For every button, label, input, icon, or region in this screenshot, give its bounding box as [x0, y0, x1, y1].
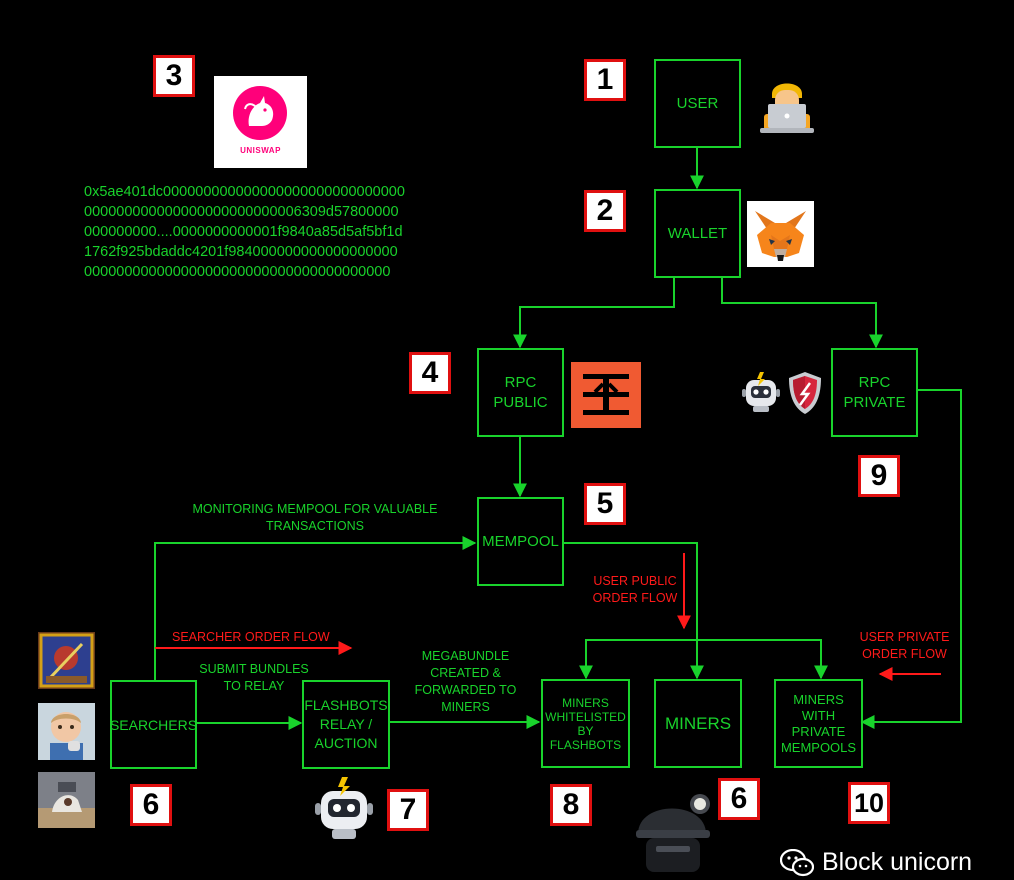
unicorn-icon	[233, 86, 287, 140]
node-miners-private: MINERS WITH PRIVATE MEMPOOLS	[774, 679, 863, 768]
edge-rpc-private-miners-private	[860, 389, 962, 729]
watermark: Block unicorn	[780, 848, 972, 877]
tx-hex-line: 00000000000000000000000000000000000000	[84, 264, 391, 280]
searcher-avatar-room	[38, 772, 95, 828]
node-miners: MINERS	[654, 679, 742, 768]
label-user-public-flow: USER PUBLIC ORDER FLOW	[592, 574, 678, 605]
label-monitoring: MONITORING MEMPOOL FOR VALUABLE TRANSACT…	[192, 502, 438, 533]
badge-rpc-public: 4	[409, 352, 451, 394]
badge-flashbots: 7	[387, 789, 429, 831]
edge-searchers-mempool	[154, 536, 477, 680]
node-miners-whitelisted: MINERS WHITELISTED BY FLASHBOTS	[541, 679, 630, 768]
node-wallet: WALLET	[654, 189, 741, 278]
edge-mempool-miners	[563, 542, 704, 680]
badge-user: 1	[584, 59, 626, 101]
miner-helmet-icon	[632, 782, 714, 880]
label-user-private-flow: USER PRIVATE ORDER FLOW	[859, 630, 950, 661]
badge-rpc-private: 9	[858, 455, 900, 497]
label-searcher-order-flow: SEARCHER ORDER FLOW	[172, 630, 330, 644]
tx-hex-line: 1762f925bdaddc4201f984000000000000000000	[84, 244, 398, 260]
edge-wallet-rpc-private	[721, 278, 883, 349]
badge-uniswap: 3	[153, 55, 195, 97]
node-flashbots: FLASHBOTS RELAY / AUCTION	[302, 680, 390, 769]
edge-wallet-rpc-public	[513, 278, 675, 349]
searcher-avatar-baby	[38, 703, 95, 760]
node-searchers: SEARCHERS	[110, 680, 197, 769]
tx-hex-line: 000000000000000000000000006309d57800000	[84, 204, 399, 220]
label-megabundle: MEGABUNDLE CREATED & FORWARDED TO MINERS	[414, 649, 517, 714]
label-submit-bundles: SUBMIT BUNDLES TO RELAY	[199, 662, 309, 693]
tx-hex-line: 000000000....0000000000001f9840a85d5af5b…	[84, 224, 403, 240]
wechat-icon	[780, 848, 814, 876]
tx-hex-line: 0x5ae401dc000000000000000000000000000000	[84, 184, 405, 200]
node-mempool: MEMPOOL	[477, 497, 564, 586]
searcher-avatar-card	[38, 632, 95, 689]
node-rpc-public: RPC PUBLIC	[477, 348, 564, 437]
badge-wallet: 2	[584, 190, 626, 232]
edge-miners-whitelisted-branch	[579, 639, 697, 680]
badge-miners: 6	[718, 778, 760, 820]
edge-miners-private-branch	[697, 639, 828, 680]
badge-searchers: 6	[130, 784, 172, 826]
badge-miners-private: 10	[848, 782, 890, 824]
watermark-text: Block unicorn	[822, 848, 973, 876]
shield-icon	[786, 370, 824, 416]
node-user: USER	[654, 59, 741, 148]
rpc-public-logo-icon	[571, 362, 641, 428]
metamask-fox-icon	[747, 201, 814, 267]
badge-miners-whitelisted: 8	[550, 784, 592, 826]
uniswap-logo-text: UNISWAP	[240, 146, 281, 155]
user-emoji-icon	[760, 72, 814, 134]
uniswap-logo: UNISWAP	[214, 76, 307, 168]
robot-icon	[740, 372, 782, 414]
flashbots-robot-icon	[313, 777, 375, 841]
badge-mempool: 5	[584, 483, 626, 525]
node-rpc-private: RPC PRIVATE	[831, 348, 918, 437]
tx-calldata: 0x5ae401dc000000000000000000000000000000…	[84, 182, 504, 282]
